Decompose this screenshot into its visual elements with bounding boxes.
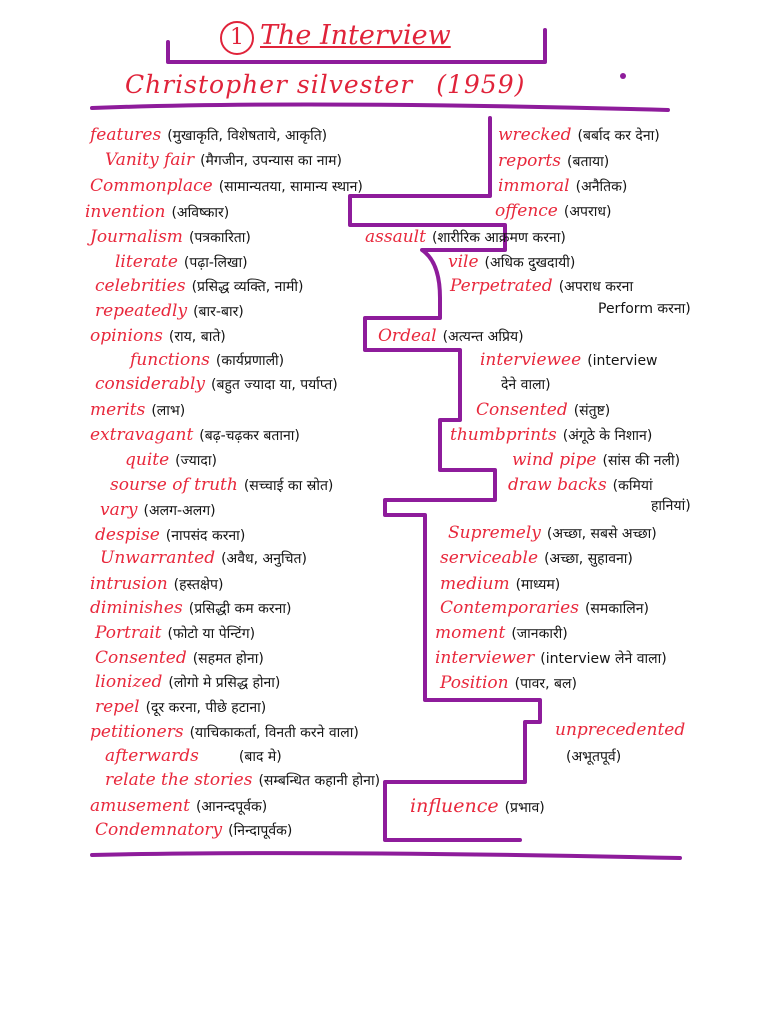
list-item: Unwarranted(अवैध, अनुचित) <box>100 548 307 568</box>
list-item: quite(ज्यादा) <box>125 450 217 470</box>
list-item: assault(शारीरिक आक्रमण करना) <box>365 227 566 247</box>
list-item: Supremely(अच्छा, सबसे अच्छा) <box>448 523 657 543</box>
list-item: Perpetrated(अपराध करना <box>450 276 634 296</box>
author-line: Christopher silvester (1959) <box>125 70 525 99</box>
list-item: vile(अधिक दुखदायी) <box>448 252 576 272</box>
list-item: functions(कार्यप्रणाली) <box>130 350 285 370</box>
list-item: interviewer(interview लेने वाला) <box>435 648 667 668</box>
list-item: invention(अविष्कार) <box>85 202 230 222</box>
list-item: reports(बताया) <box>498 151 610 171</box>
list-item: literate(पढ़ा-लिखा) <box>115 252 248 272</box>
list-item: Consented(संतुष्ट) <box>476 400 611 420</box>
list-item: repel(दूर करना, पीछे हटाना) <box>95 697 267 717</box>
list-item: Consented(सहमत होना) <box>95 648 264 668</box>
list-item: serviceable(अच्छा, सुहावना) <box>440 548 633 568</box>
list-item: extravagant(बढ़-चढ़कर बताना) <box>90 425 300 445</box>
list-item: afterwards(बाद मे) <box>105 746 282 766</box>
author-year: (1959) <box>436 70 526 99</box>
list-item: (अभूतपूर्व) <box>566 749 622 765</box>
list-item: Journalism(पत्रकारिता) <box>90 227 251 247</box>
list-item: amusement(आनन्दपूर्वक) <box>90 796 268 816</box>
list-item: Vanity fair(मैगजीन, उपन्यास का नाम) <box>105 150 342 170</box>
list-item: influence(प्रभाव) <box>410 795 545 817</box>
list-item: draw backs(कमियां <box>508 475 653 495</box>
list-item: petitioners(याचिकाकर्ता, विनती करने वाला… <box>90 722 359 742</box>
list-item: features(मुखाकृति, विशेषताये, आकृति) <box>90 125 328 145</box>
list-item: देने वाला) <box>501 377 551 393</box>
list-item: merits(लाभ) <box>90 400 186 420</box>
list-item: Condemnatory(निन्दापूर्वक) <box>95 820 293 840</box>
title-number-circle: 1 <box>220 21 254 55</box>
list-item: immoral(अनैतिक) <box>498 176 628 196</box>
list-item: medium(माध्यम) <box>440 574 561 594</box>
list-item: repeatedly(बार-बार) <box>95 301 244 321</box>
list-item: Perform करना) <box>598 301 691 317</box>
list-item: lionized(लोगो मे प्रसिद्ध होना) <box>95 672 281 692</box>
list-item: vary(अलग-अलग) <box>100 500 216 520</box>
list-item: wind pipe(सांस की नली) <box>512 450 681 470</box>
list-item: offence(अपराध) <box>495 201 612 221</box>
purple-dot <box>620 73 626 79</box>
list-item: diminishes(प्रसिद्धी कम करना) <box>90 598 292 618</box>
list-item: relate the stories(सम्बन्धित कहानी होना) <box>105 770 381 790</box>
list-item: intrusion(हस्तक्षेप) <box>90 574 224 594</box>
list-item: thumbprints(अंगूठे के निशान) <box>450 425 653 445</box>
list-item: unprecedented <box>555 720 686 740</box>
title-text: The Interview <box>260 20 451 51</box>
list-item: considerably(बहुत ज्यादा या, पर्याप्त) <box>95 374 338 394</box>
list-item: Commonplace(सामान्यतया, सामान्य स्थान) <box>90 176 363 196</box>
list-item: despise(नापसंद करना) <box>95 525 246 545</box>
list-item: wrecked(बर्बाद कर देना) <box>498 125 660 145</box>
list-item: interviewee(interview <box>480 350 658 370</box>
author-name: Christopher silvester <box>125 70 414 99</box>
list-item: Contemporaries(समकालिन) <box>440 598 649 618</box>
list-item: Position(पावर, बल) <box>440 673 578 693</box>
list-item: sourse of truth(सच्चाई का स्रोत) <box>110 475 334 495</box>
list-item: हानियां) <box>651 498 691 514</box>
list-item: Portrait(फोटो या पेन्टिंग) <box>95 623 256 643</box>
list-item: celebrities(प्रसिद्ध व्यक्ति, नामी) <box>95 276 304 296</box>
list-item: opinions(राय, बाते) <box>90 326 226 346</box>
list-item: moment(जानकारी) <box>435 623 568 643</box>
list-item: Ordeal(अत्यन्त अप्रिय) <box>378 326 524 346</box>
